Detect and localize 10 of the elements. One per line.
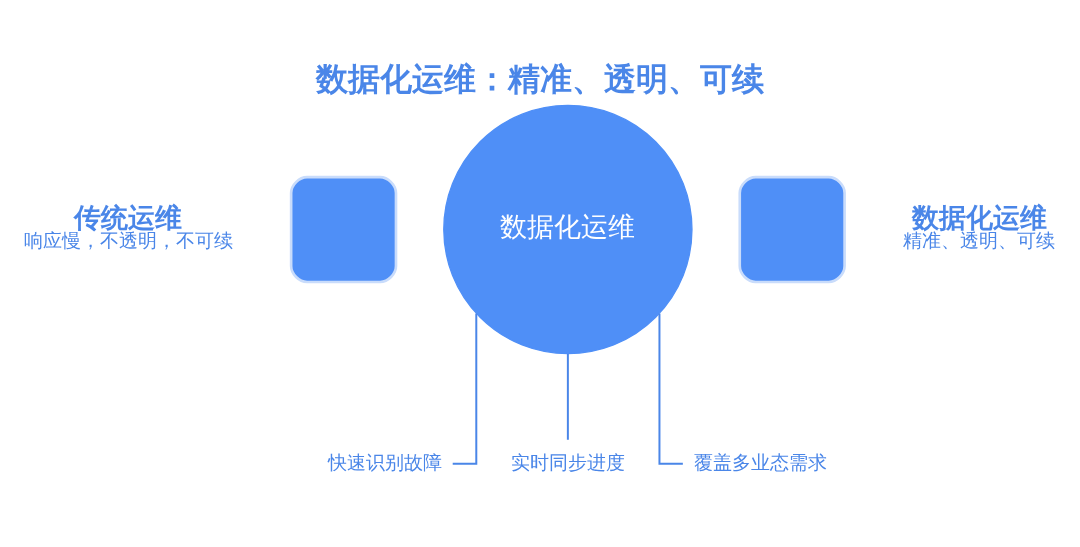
node-box <box>738 175 846 283</box>
connector <box>566 352 569 441</box>
node-box <box>289 175 398 283</box>
connector <box>658 311 684 465</box>
connector <box>451 311 478 465</box>
node-text: 快速识别故障 <box>327 451 442 473</box>
node-text: 实时同步进度 <box>510 451 625 473</box>
node-text: 覆盖多业态需求 <box>693 451 827 473</box>
node-circle: 数据化运维 <box>443 104 693 354</box>
diagram-title: 数据化运维：精准、透明、可续 <box>316 59 765 98</box>
